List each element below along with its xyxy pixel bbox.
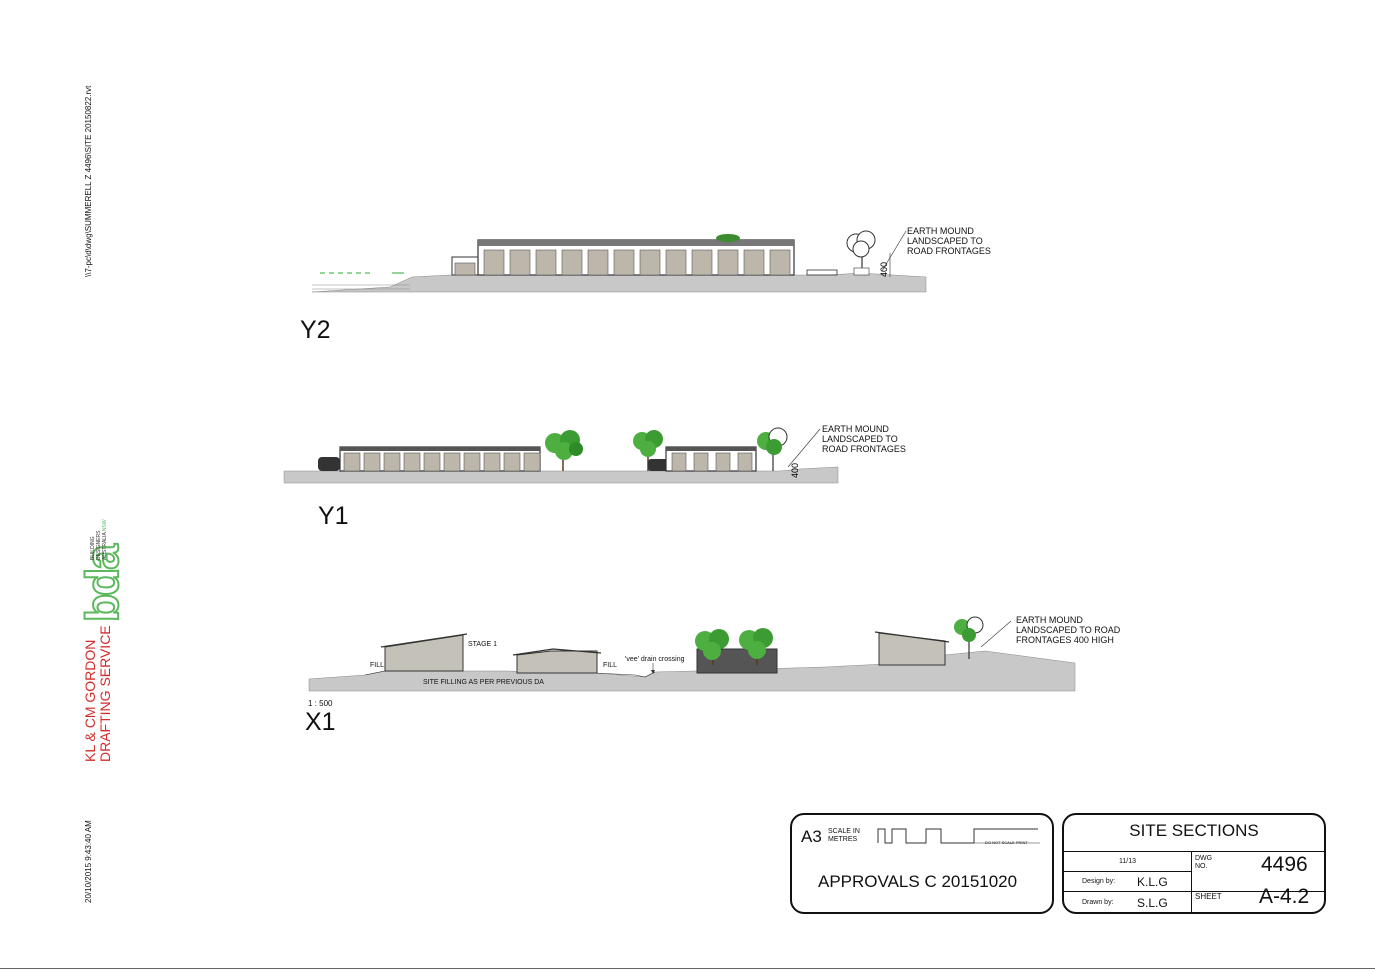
design-by: K.L.G [1137,875,1168,889]
y2-door-panel [483,249,505,276]
drawn-by: S.L.G [1137,896,1168,910]
y1-door-panel [423,452,441,472]
y1-door-panel [383,452,401,472]
y2-earth-mound-label: EARTH MOUND LANDSCAPED TO ROAD FRONTAGES [907,226,991,256]
section-y1-title: Y1 [318,502,349,530]
y2-roof-bush [716,234,740,242]
section-y2-drawing: 400 [311,230,927,293]
y1-door-panel [503,452,521,472]
y2-dim-400: 400 [879,262,889,277]
y2-door-panel [691,249,713,276]
y2-door-panel [535,249,557,276]
y2-doors [483,249,791,276]
file-path: \\7-pc\d\dwg\SUMMERELL Z 4496\SITE 20150… [84,85,93,277]
y2-door-panel [509,249,531,276]
logo-sub-line3: AUSTRALIA NSW [102,519,108,560]
logo-sub4: NSW [102,519,108,532]
do-not-scale-note: DO NOT SCALE PRINT [985,840,1028,845]
y2-door-panel [561,249,583,276]
y1-dim-400: 400 [790,463,800,478]
title-block-right: SITE SECTIONS 11/13 DWG NO. 4496 Design … [1062,813,1326,914]
y1-doors [343,452,541,472]
approvals-revision: APPROVALS C 20151020 [818,872,1018,891]
y2-door-panel [639,249,661,276]
y1-door-panel-2 [715,452,731,472]
company-name: KL & CM GORDON DRAFTING SERVICE [82,625,113,762]
page-bottom-rule [0,968,1375,969]
x1-tree-1 [695,629,729,665]
section-x1-drawing [308,616,1076,692]
company-line1: KL & CM GORDON [82,639,98,762]
x1-building-4 [878,632,946,666]
y2-door-panel [613,249,635,276]
x1-stage1-label: STAGE 1 [468,641,498,648]
title-block-left: A3 SCALE IN METRES DO NOT SCALE PRINT AP… [790,813,1054,914]
sheet-no: A-4.2 [1259,885,1310,908]
y1-door-panel [343,452,361,472]
section-y2-title: Y2 [300,316,331,344]
scale-label: SCALE IN METRES [828,828,860,843]
y2-door-panel [769,249,791,276]
y1-door-panel [403,452,421,472]
section-x1-title: X1 [305,708,336,736]
company-line2: DRAFTING SERVICE [97,625,113,762]
sheet-label: SHEET [1195,892,1222,901]
y2-door-panel [717,249,739,276]
y1-door-panel [523,452,541,472]
drawing-title: SITE SECTIONS [1129,821,1259,840]
x1-tree-3 [954,616,984,659]
logo-sub3: AUSTRALIA [102,532,108,560]
y1-tree-2 [633,430,663,471]
design-label: Design by: [1082,878,1116,885]
y2-door-panel [665,249,687,276]
y2-door-panel [743,249,765,276]
y1-earth-mound-label: EARTH MOUND LANDSCAPED TO ROAD FRONTAGES [822,424,906,454]
x1-fill-left: FILL [370,662,385,669]
y1-tree-1 [545,430,583,471]
y1-door-panel-2 [737,452,753,472]
sheet-size: A3 [801,827,822,846]
y1-door-panel [443,452,461,472]
y2-tree [846,230,876,276]
x1-fill-right: FILL [603,662,618,669]
section-y1-drawing: 400 [283,427,839,484]
timestamp: 20/10/2015 9:43:40 AM [84,820,93,903]
y1-door-panel-2 [671,452,687,472]
dwg-no: 4496 [1261,853,1308,876]
y2-bench [806,269,838,276]
y1-door-panel [463,452,481,472]
y1-door-panel-2 [693,452,709,472]
y1-tree-3 [757,427,788,471]
x1-earth-mound-label: EARTH MOUND LANDSCAPED TO ROAD FRONTAGES… [1016,615,1121,645]
bda-logo-subtext: BUILDING DESIGNERS AUSTRALIA NSW [90,519,108,560]
drawn-label: Drawn by: [1082,899,1114,906]
date: 11/13 [1119,858,1136,865]
x1-scale: 1 : 500 [308,699,333,708]
y1-doors-2 [671,452,753,472]
x1-drain-label: 'vee' drain crossing [625,656,685,663]
x1-building-2 [516,650,598,674]
dwg-no-label: DWG NO. [1195,855,1213,870]
y2-roof [478,240,794,246]
x1-tree-2 [739,628,773,665]
scale-bar [877,828,1040,844]
y1-door-panel [363,452,381,472]
y1-water-tank [318,457,340,471]
y2-door-panel [587,249,609,276]
x1-site-filling-label: SITE FILLING AS PER PREVIOUS DA [423,679,544,686]
y1-door-panel [483,452,501,472]
